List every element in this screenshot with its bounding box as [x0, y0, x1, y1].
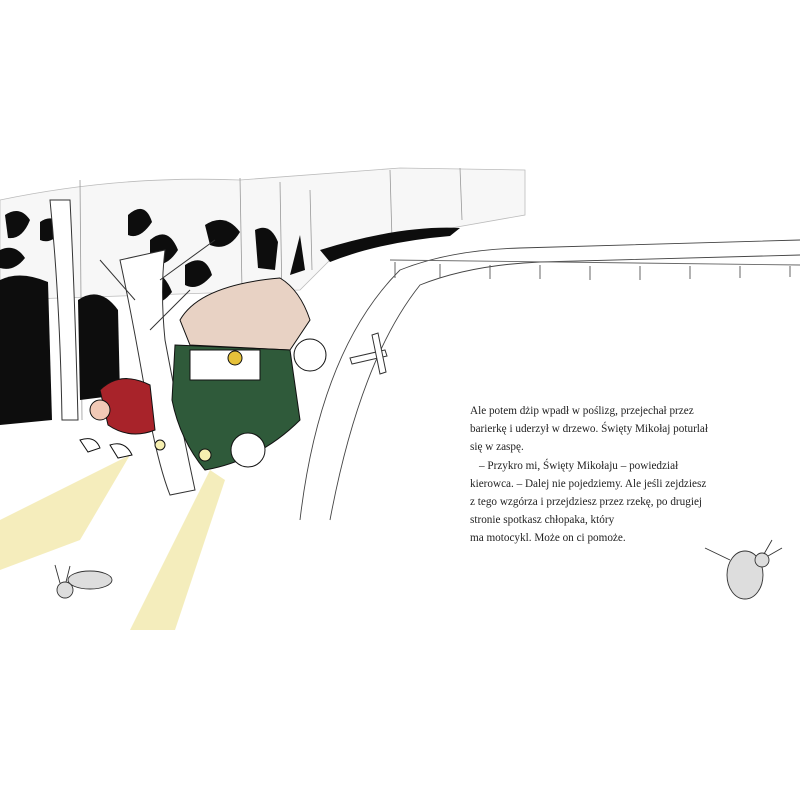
story-line: z tego wzgórza i przejdziesz przez rzekę…	[470, 496, 703, 509]
rabbit-left	[54, 564, 113, 599]
story-line: kierowca. – Dalej nie pojedziemy. Ale je…	[470, 477, 707, 490]
story-text: Ale potem dżip wpadł w poślizg, przejech…	[470, 402, 770, 548]
road	[299, 239, 800, 521]
santa-claus	[79, 378, 156, 459]
headlight-beams	[0, 455, 225, 630]
rabbit-right	[704, 539, 783, 600]
jeep	[154, 277, 327, 471]
story-line: barierkę i uderzył w drzewo. Święty Miko…	[470, 423, 708, 436]
story-line: Ale potem dżip wpadł w poślizg, przejech…	[470, 405, 694, 417]
story-line: stronie spotkasz chłopaka, który	[470, 514, 615, 527]
broken-post	[349, 332, 388, 375]
tree-trunks	[49, 199, 216, 496]
story-line: – Przykro mi, Święty Mikołaju – powiedzi…	[479, 459, 679, 472]
story-line: się w zaspę.	[470, 441, 524, 454]
story-line: ma motocykl. Może on ci pomoże.	[470, 532, 626, 545]
